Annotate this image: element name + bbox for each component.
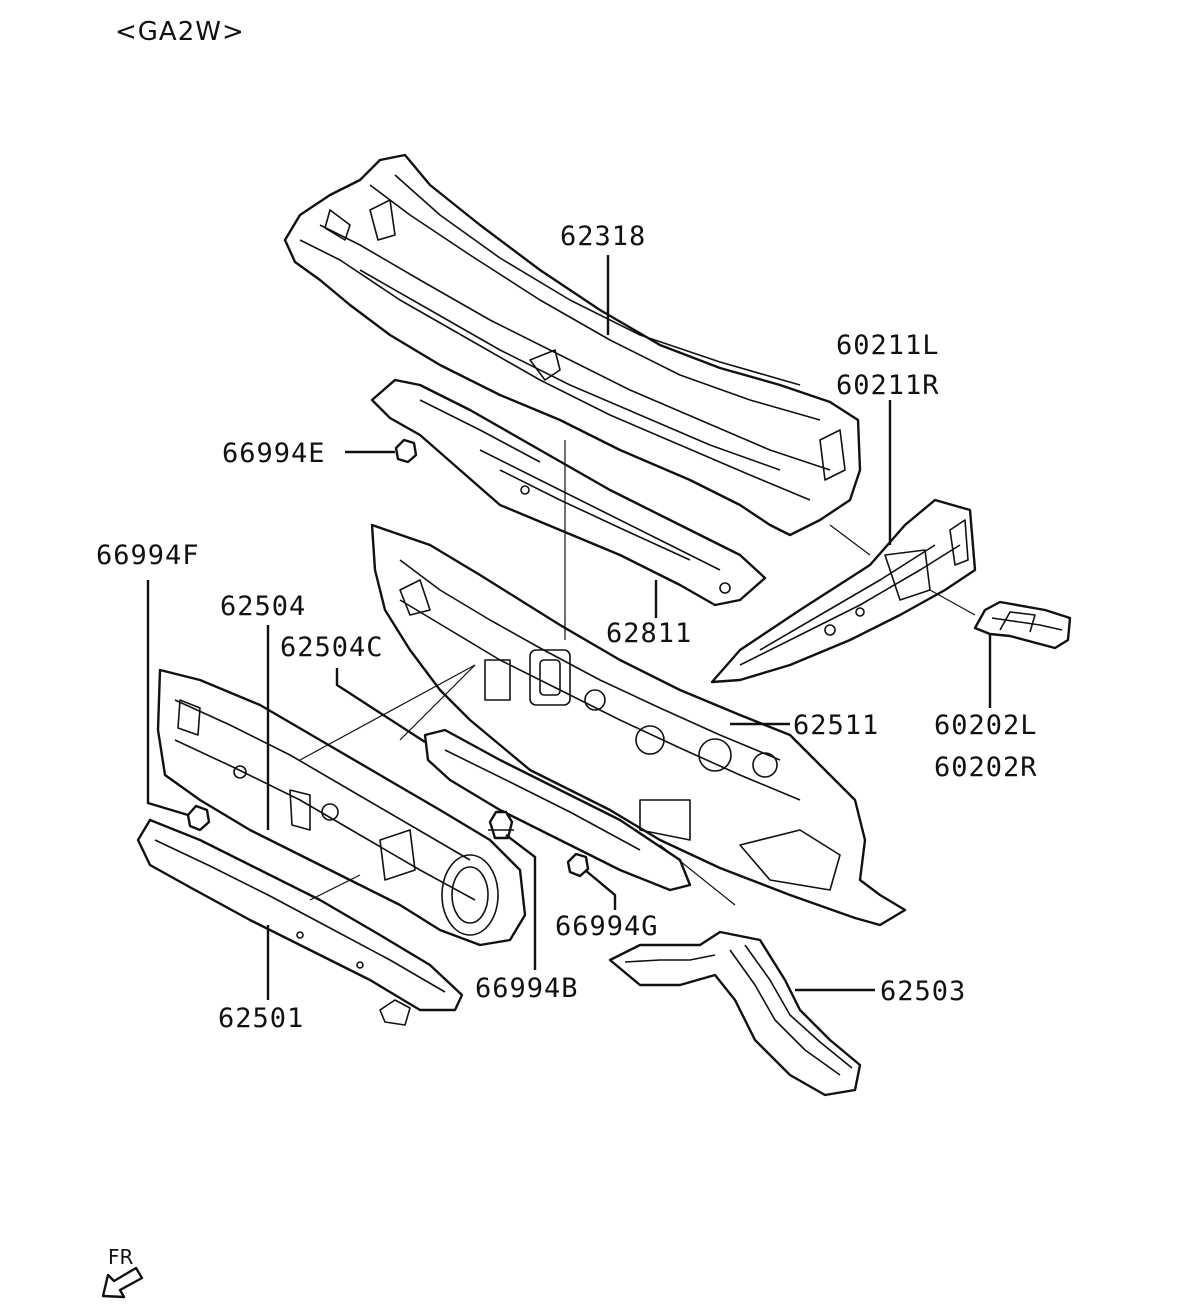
model-code-title: <GA2W> <box>115 17 245 47</box>
dash-panel-62511[interactable] <box>370 523 907 927</box>
callout-60202L[interactable]: 60202L <box>934 710 1038 741</box>
clip-66994B[interactable] <box>488 810 514 840</box>
callout-62811[interactable]: 62811 <box>606 618 692 649</box>
callout-66994G[interactable]: 66994G <box>555 911 659 942</box>
callout-62511[interactable]: 62511 <box>793 710 879 741</box>
callout-66994E[interactable]: 66994E <box>222 438 326 469</box>
callout-62501[interactable]: 62501 <box>218 1003 304 1034</box>
callout-60211L[interactable]: 60211L <box>836 330 940 361</box>
callout-62318[interactable]: 62318 <box>560 221 646 252</box>
callout-60211R[interactable]: 60211R <box>836 370 940 401</box>
small-bracket-60202[interactable] <box>973 600 1072 650</box>
callout-66994B[interactable]: 66994B <box>475 973 579 1004</box>
callout-62504[interactable]: 62504 <box>220 591 306 622</box>
callout-66994F[interactable]: 66994F <box>96 540 200 571</box>
front-direction-label: FR <box>108 1245 134 1269</box>
callout-60202R[interactable]: 60202R <box>934 752 1038 783</box>
callout-62504C[interactable]: 62504C <box>280 632 384 663</box>
nut-66994G[interactable] <box>566 852 590 878</box>
cowl-lower-panel-62811[interactable] <box>370 378 767 607</box>
nut-66994E[interactable] <box>394 438 418 464</box>
lower-crossmember-62501[interactable] <box>136 818 464 1026</box>
cowl-top-panel-62318[interactable] <box>283 153 862 537</box>
tunnel-brace-62503[interactable] <box>608 930 862 1097</box>
dash-insulator-62504[interactable] <box>156 668 527 947</box>
front-arrow-icon <box>101 1266 144 1299</box>
callout-62503[interactable]: 62503 <box>880 976 966 1007</box>
nut-66994F[interactable] <box>186 804 211 832</box>
cowl-side-bracket-60211[interactable] <box>710 498 977 684</box>
insulator-strip-62504C[interactable] <box>423 728 692 892</box>
